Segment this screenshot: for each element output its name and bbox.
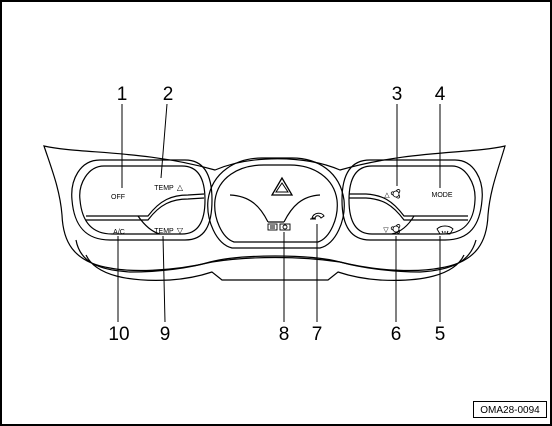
figure-reference-code: OMA28-0094 bbox=[473, 401, 547, 418]
windshield-defrost-icon bbox=[436, 225, 454, 235]
callout-2: 2 bbox=[163, 84, 174, 105]
callout-6: 6 bbox=[391, 324, 402, 345]
callout-leader-lines bbox=[117, 103, 441, 323]
off-button-label: OFF bbox=[111, 194, 125, 201]
right-control-cluster bbox=[341, 159, 483, 241]
hazard-icon bbox=[270, 176, 294, 196]
callout-8: 8 bbox=[279, 324, 290, 345]
callout-7: 7 bbox=[312, 324, 323, 345]
fan-icon bbox=[390, 224, 401, 234]
callout-10: 10 bbox=[108, 324, 129, 345]
fan-down-triangle-icon: ▽ bbox=[383, 226, 389, 234]
panel-bezel bbox=[43, 145, 506, 281]
recirculation-button-icon bbox=[310, 212, 325, 220]
left-control-cluster bbox=[71, 159, 213, 241]
triangle-up-icon: △ bbox=[177, 183, 184, 192]
callout-3: 3 bbox=[392, 84, 403, 105]
callout-5: 5 bbox=[435, 324, 446, 345]
triangle-down-icon: ▽ bbox=[177, 226, 184, 235]
temp-down-button-label: TEMP bbox=[154, 228, 174, 235]
fan-icon bbox=[390, 189, 401, 199]
center-control-cluster bbox=[207, 157, 345, 249]
callout-9: 9 bbox=[160, 324, 171, 345]
callout-1: 1 bbox=[117, 84, 128, 105]
temp-up-button-label: TEMP bbox=[154, 185, 174, 192]
mode-button-label: MODE bbox=[432, 192, 453, 199]
recirculation-icon bbox=[279, 223, 291, 231]
rear-defrost-icon bbox=[267, 223, 278, 231]
callout-4: 4 bbox=[435, 84, 446, 105]
ac-button-label: A/C bbox=[113, 229, 125, 236]
fan-up-triangle-icon: △ bbox=[384, 191, 390, 199]
